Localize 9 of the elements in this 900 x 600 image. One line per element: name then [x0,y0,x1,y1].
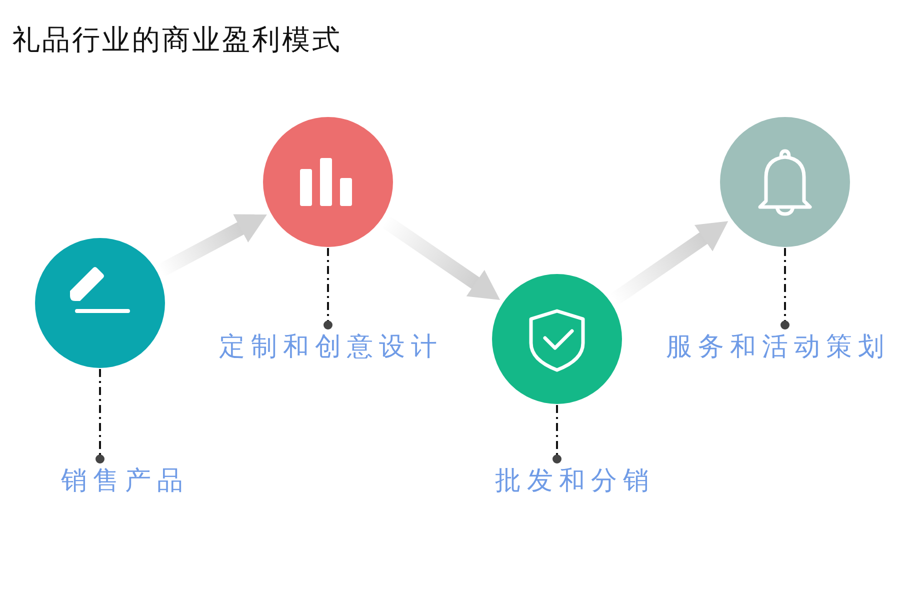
title: 礼品行业的商业盈利模式 [12,22,342,58]
leader-line [96,369,104,464]
step-label: 服务和活动策划 [666,330,890,364]
step-label: 批发和分销 [495,464,655,498]
leader-line [324,248,332,330]
leader-line [780,248,790,330]
step-label: 销售产品 [61,464,189,498]
step-label: 定制和创意设计 [219,330,443,364]
leader-line [552,405,562,464]
